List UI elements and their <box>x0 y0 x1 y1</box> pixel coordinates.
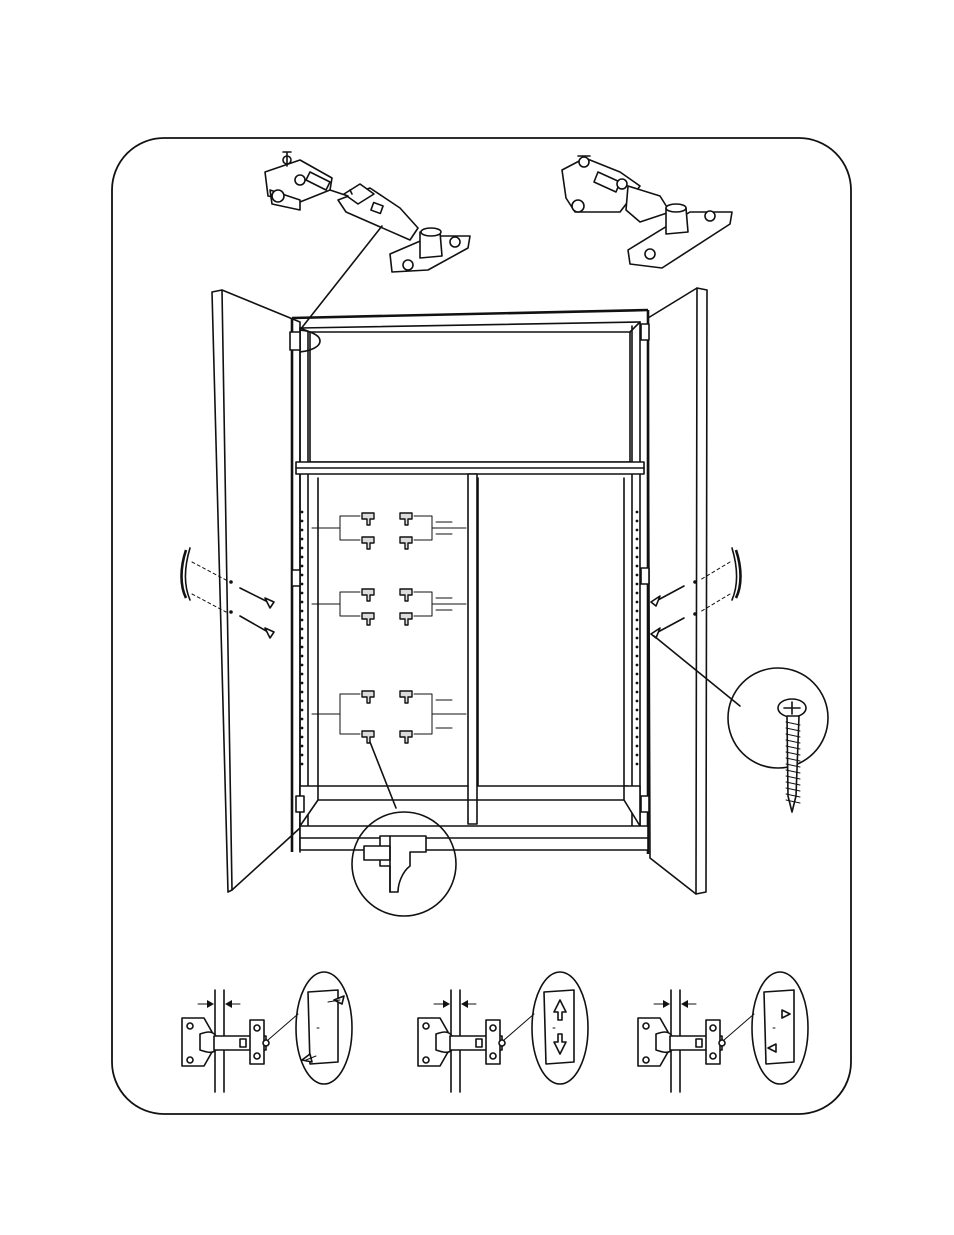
shelf-pins <box>312 513 466 743</box>
door-adjust-callout-icon <box>296 972 352 1084</box>
shelf-pin-icon <box>362 613 374 625</box>
hinge-assembled-icon <box>562 156 732 268</box>
wardrobe-cabinet <box>212 288 707 894</box>
screw-icon <box>778 699 806 812</box>
left-door <box>212 290 300 892</box>
screw-callout-circle <box>728 668 828 768</box>
shelf-pin-icon <box>362 691 374 703</box>
hinge-plate-icon <box>182 1018 269 1066</box>
shelf-pin-icon <box>362 537 374 549</box>
hinge-plate-icon <box>418 1018 505 1066</box>
shelf-pin-icon <box>400 513 412 525</box>
shelf-pin-icon <box>400 589 412 601</box>
pin-leader-line <box>370 742 396 808</box>
shelf-pin-icon <box>362 589 374 601</box>
hinge-plate-icon <box>638 1018 725 1066</box>
shelf-pin-icon <box>400 731 412 743</box>
right-door <box>648 288 707 894</box>
shelf-pin-icon <box>400 537 412 549</box>
height-adjustment-step <box>418 972 588 1092</box>
hinge-exploded-icon <box>265 152 470 272</box>
shelf-pin-icon <box>400 691 412 703</box>
shelf-pin-icon <box>362 731 374 743</box>
depth-adjustment-step <box>638 972 808 1092</box>
side-adjustment-step <box>182 972 352 1092</box>
door-adjust-callout-icon <box>532 972 588 1084</box>
hinge-leader-line <box>300 226 382 330</box>
center-divider <box>468 474 477 824</box>
shelf-pin-icon <box>362 513 374 525</box>
shelf-pin-icon <box>400 613 412 625</box>
door-adjust-callout-icon <box>752 972 808 1084</box>
